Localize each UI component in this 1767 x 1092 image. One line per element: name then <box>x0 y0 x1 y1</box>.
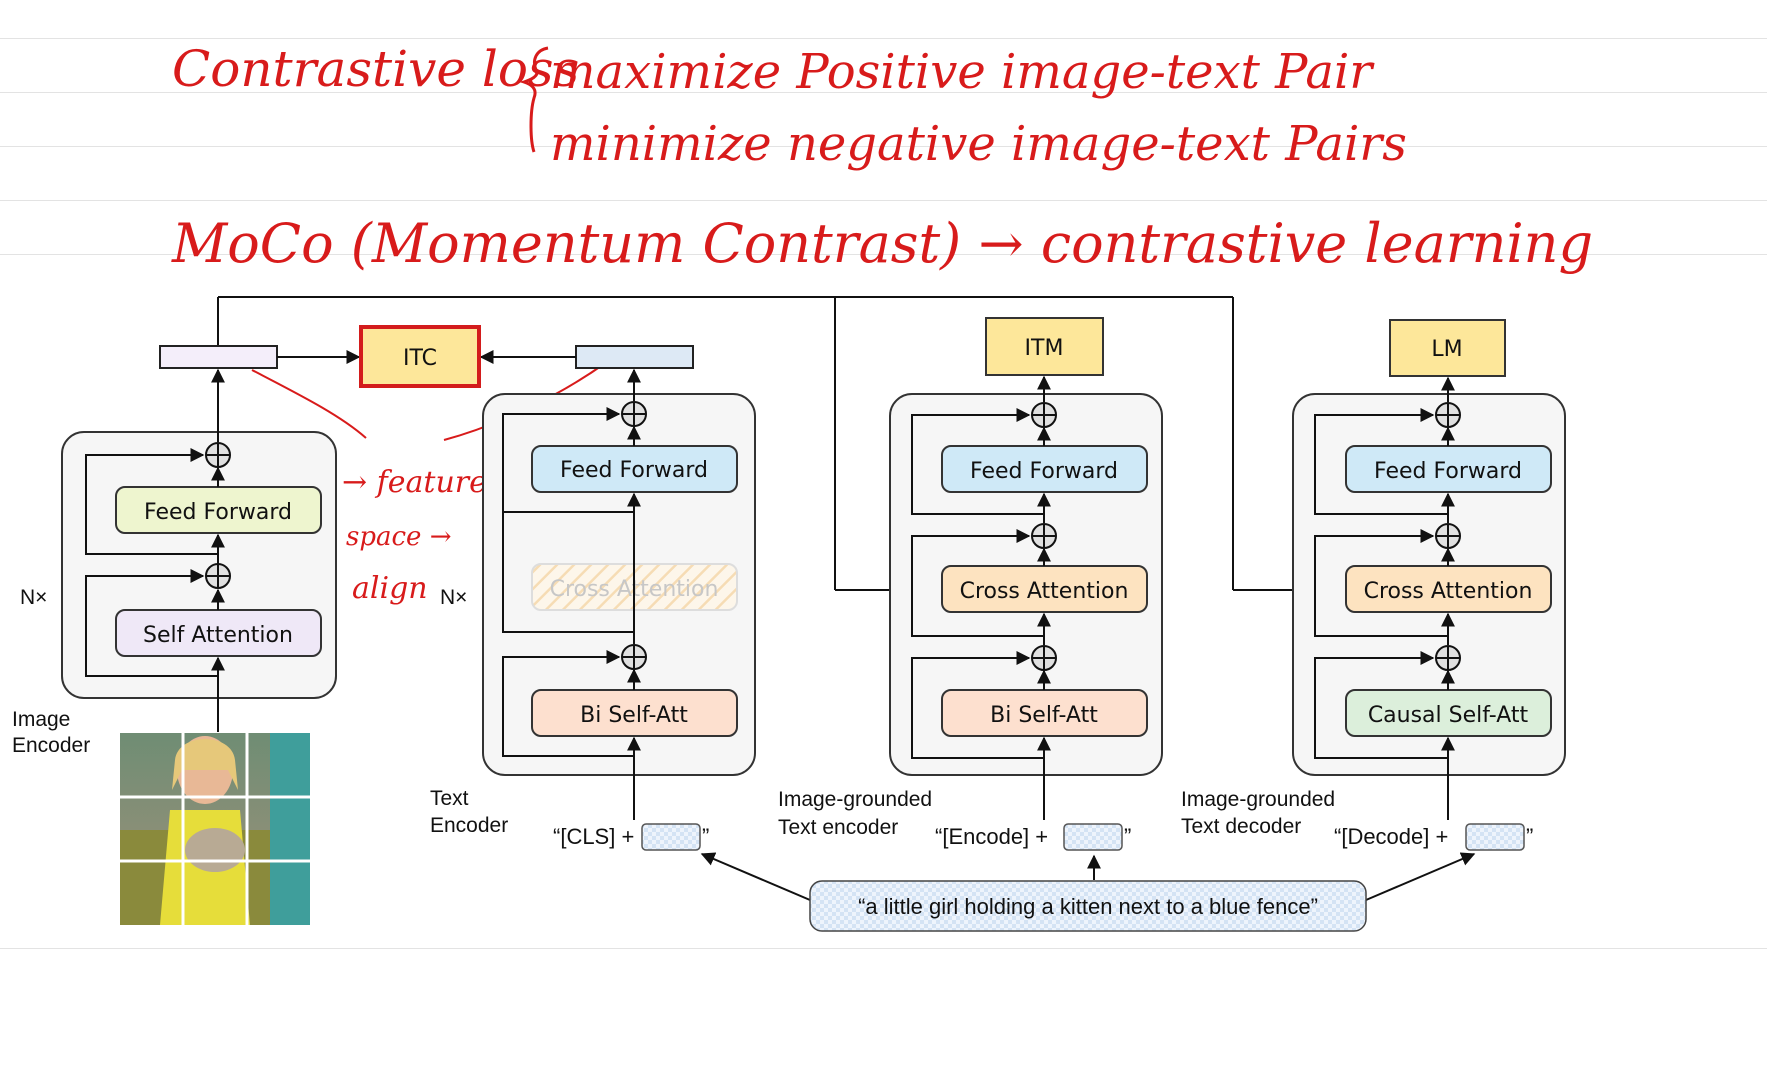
itc-loss-box <box>359 325 481 388</box>
add-node <box>621 644 647 670</box>
caption-box <box>809 880 1367 932</box>
annotation-minimize: minimize negative image-text Pairs <box>550 116 1407 172</box>
image-encoder-label-2: Encoder <box>12 734 90 757</box>
gd-label-2: Text decoder <box>1181 815 1301 838</box>
image-encoder-label-1: Image <box>12 708 70 731</box>
annotation-moco: MoCo (Momentum Contrast) → contrastive l… <box>171 212 1593 275</box>
image-embedding-bar <box>159 345 278 369</box>
gd-token-placeholder <box>1465 823 1525 851</box>
brace <box>519 46 549 153</box>
annotation-align: align <box>352 571 428 606</box>
add-node <box>1031 523 1057 549</box>
image-feed-forward-label: Feed Forward <box>144 500 292 525</box>
caption-arrows <box>700 852 1476 901</box>
gd-feed-forward-label: Feed Forward <box>1374 459 1522 484</box>
text-encoder-input-end: ” <box>702 824 709 849</box>
add-node <box>1435 523 1461 549</box>
text-bi-self-att-label: Bi Self-Att <box>580 703 688 728</box>
gd-input: “[Decode] + <box>1334 824 1448 849</box>
ge-input-end: ” <box>1124 824 1131 849</box>
add-node <box>1031 402 1057 428</box>
add-node <box>205 442 231 468</box>
itc-label: ITC <box>403 346 437 371</box>
image-encoder-panel <box>61 431 337 699</box>
ge-feed-forward-label: Feed Forward <box>970 459 1118 484</box>
text-feed-forward-label: Feed Forward <box>560 458 708 483</box>
add-node <box>1031 645 1057 671</box>
add-node <box>1435 645 1461 671</box>
image-encoder-nx: N× <box>20 586 47 609</box>
image-grounded-text-encoder: ITM Feed Forward Cross Attention Bi Self… <box>778 317 1163 851</box>
notebook-rule <box>0 200 1767 201</box>
handwritten-notes: Contrastive loss maximize Positive image… <box>171 40 1593 606</box>
lm-head <box>1389 319 1506 377</box>
caption-text: “a little girl holding a kitten next to … <box>858 894 1318 919</box>
text-encoder-input: “[CLS] + <box>553 824 634 849</box>
image-embedding-routing <box>217 296 1346 597</box>
image-self-attention-label: Self Attention <box>143 623 293 648</box>
ge-label-2: Text encoder <box>778 816 898 839</box>
ge-cross-attention-label: Cross Attention <box>960 579 1129 604</box>
add-node <box>205 563 231 589</box>
text-encoder-label-2: Encoder <box>430 814 508 837</box>
text-encoder: N× Feed Forward Cross Attention Bi Self-… <box>430 368 756 851</box>
annotation-maximize: maximize Positive image-text Pair <box>550 44 1375 100</box>
image-grounded-text-decoder: LM Feed Forward Cross Attention Causal S… <box>1181 319 1566 851</box>
ge-bi-self-att-label: Bi Self-Att <box>990 703 1098 728</box>
text-embedding-bar <box>575 345 694 369</box>
notebook-rule <box>0 38 1767 39</box>
gd-label-1: Image-grounded <box>1181 788 1335 811</box>
itm-head <box>985 317 1104 376</box>
gd-causal-self-att-label: Causal Self-Att <box>1368 703 1529 728</box>
text-encoder-label-1: Text <box>430 787 469 810</box>
gd-cross-attention-label: Cross Attention <box>1364 579 1533 604</box>
add-node <box>621 401 647 427</box>
gd-input-end: ” <box>1526 824 1533 849</box>
annotation-contrastive-loss: Contrastive loss <box>172 40 579 98</box>
ge-label-1: Image-grounded <box>778 788 932 811</box>
notebook-rule <box>0 254 1767 255</box>
add-node <box>1435 402 1461 428</box>
notebook-rule <box>0 146 1767 147</box>
text-encoder-nx: N× <box>440 586 467 609</box>
notebook-rule <box>0 948 1767 949</box>
annotation-space: space → <box>346 522 452 552</box>
input-image <box>120 733 310 925</box>
annotation-feature: → feature <box>342 465 487 500</box>
notebook-rule <box>0 92 1767 93</box>
lm-label: LM <box>1431 337 1462 362</box>
ge-input: “[Encode] + <box>935 824 1048 849</box>
image-encoder: N× Feed Forward Self Attention Image Enc… <box>12 368 337 925</box>
itm-label: ITM <box>1025 336 1064 361</box>
text-token-placeholder <box>641 823 701 851</box>
annotation-pointer-left <box>251 369 367 439</box>
ge-token-placeholder <box>1063 823 1123 851</box>
